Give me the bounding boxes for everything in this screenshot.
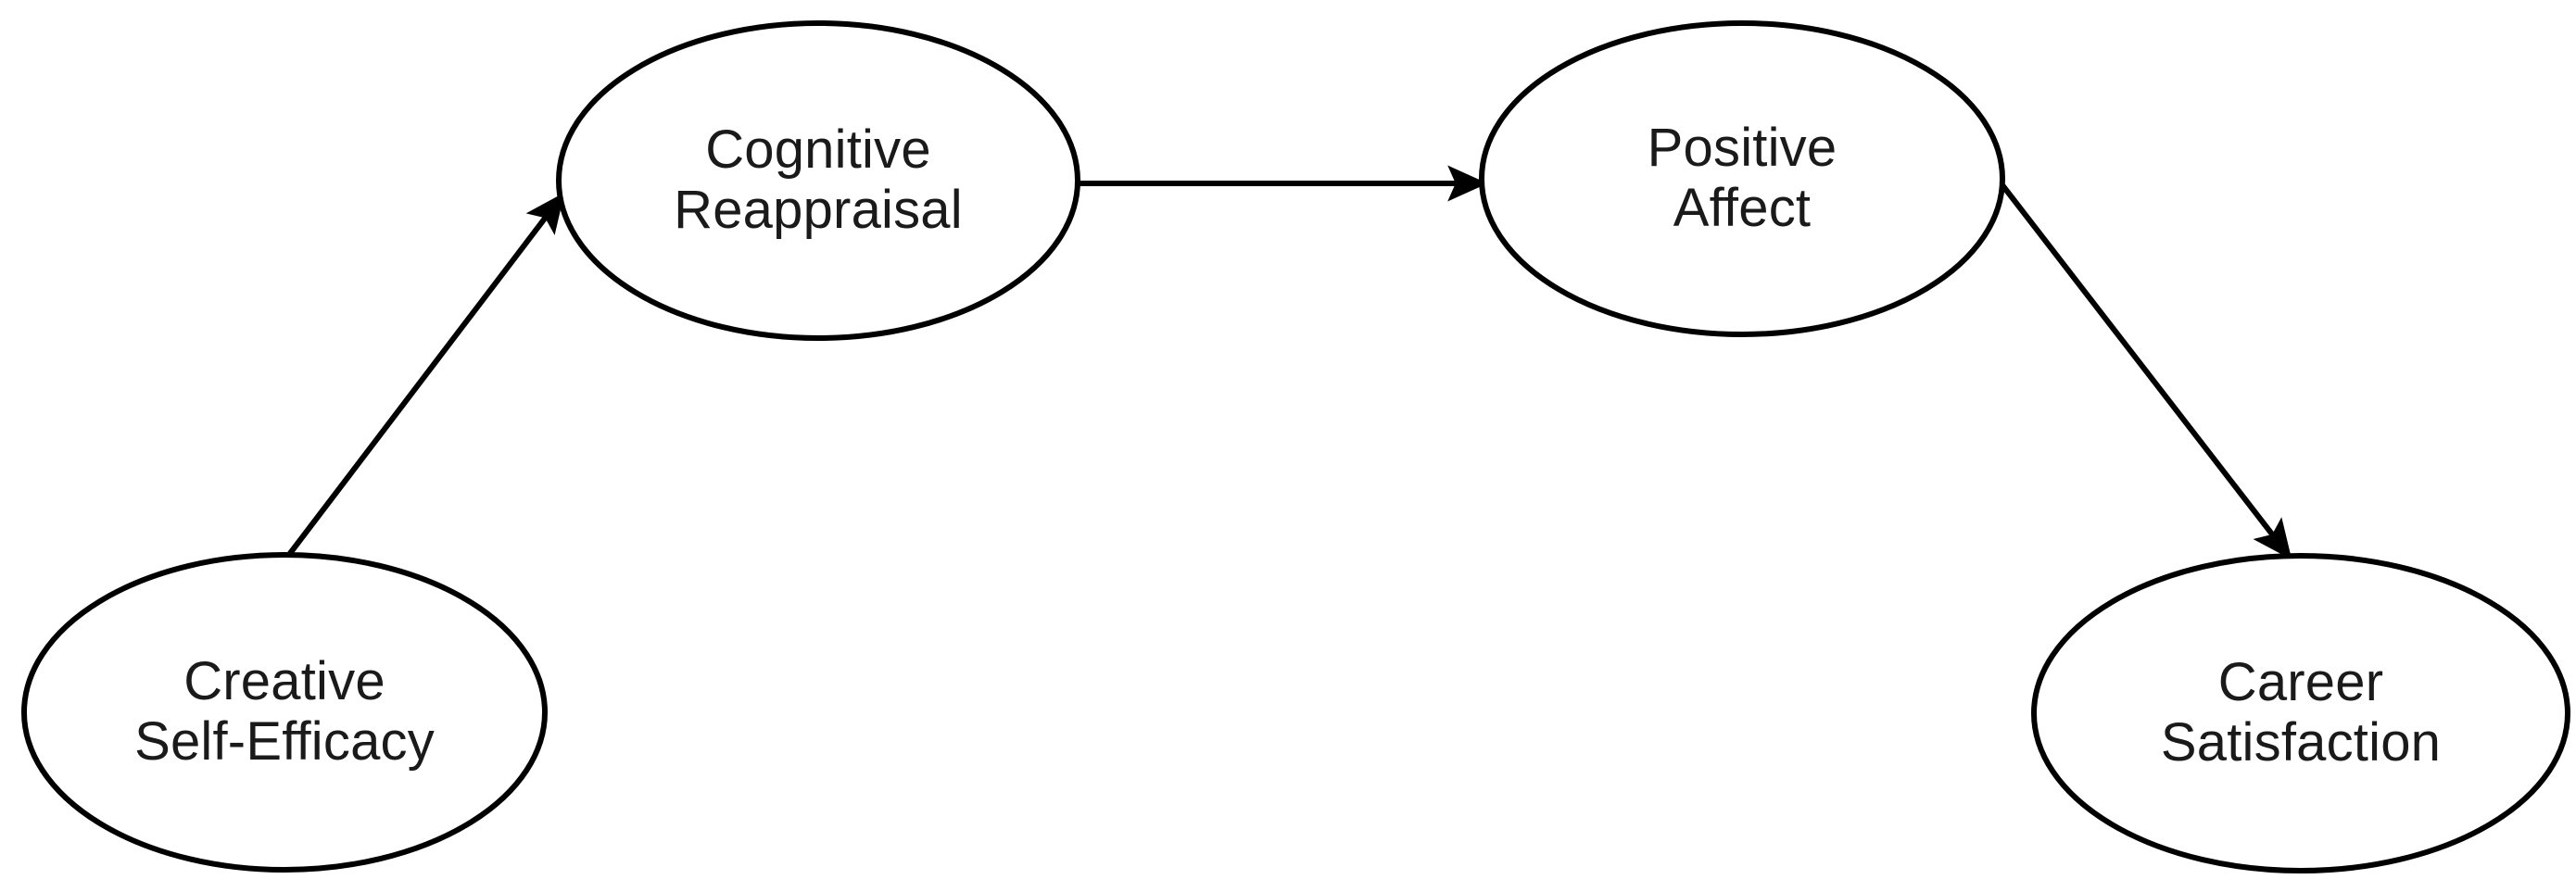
node-ellipse-positive-affect[interactable] bbox=[1479, 20, 2005, 337]
node-ellipse-career-satisfaction[interactable] bbox=[2031, 553, 2570, 873]
node-ellipse-creative-self-efficacy[interactable] bbox=[21, 552, 548, 873]
edge-positive-affect-to-career-satisfaction bbox=[1997, 180, 2292, 560]
node-layer bbox=[21, 20, 2570, 873]
node-ellipse-cognitive-reappraisal[interactable] bbox=[556, 20, 1080, 341]
edge-creative-self-efficacy-to-cognitive-reappraisal bbox=[285, 192, 565, 558]
edge-layer bbox=[285, 165, 2292, 560]
